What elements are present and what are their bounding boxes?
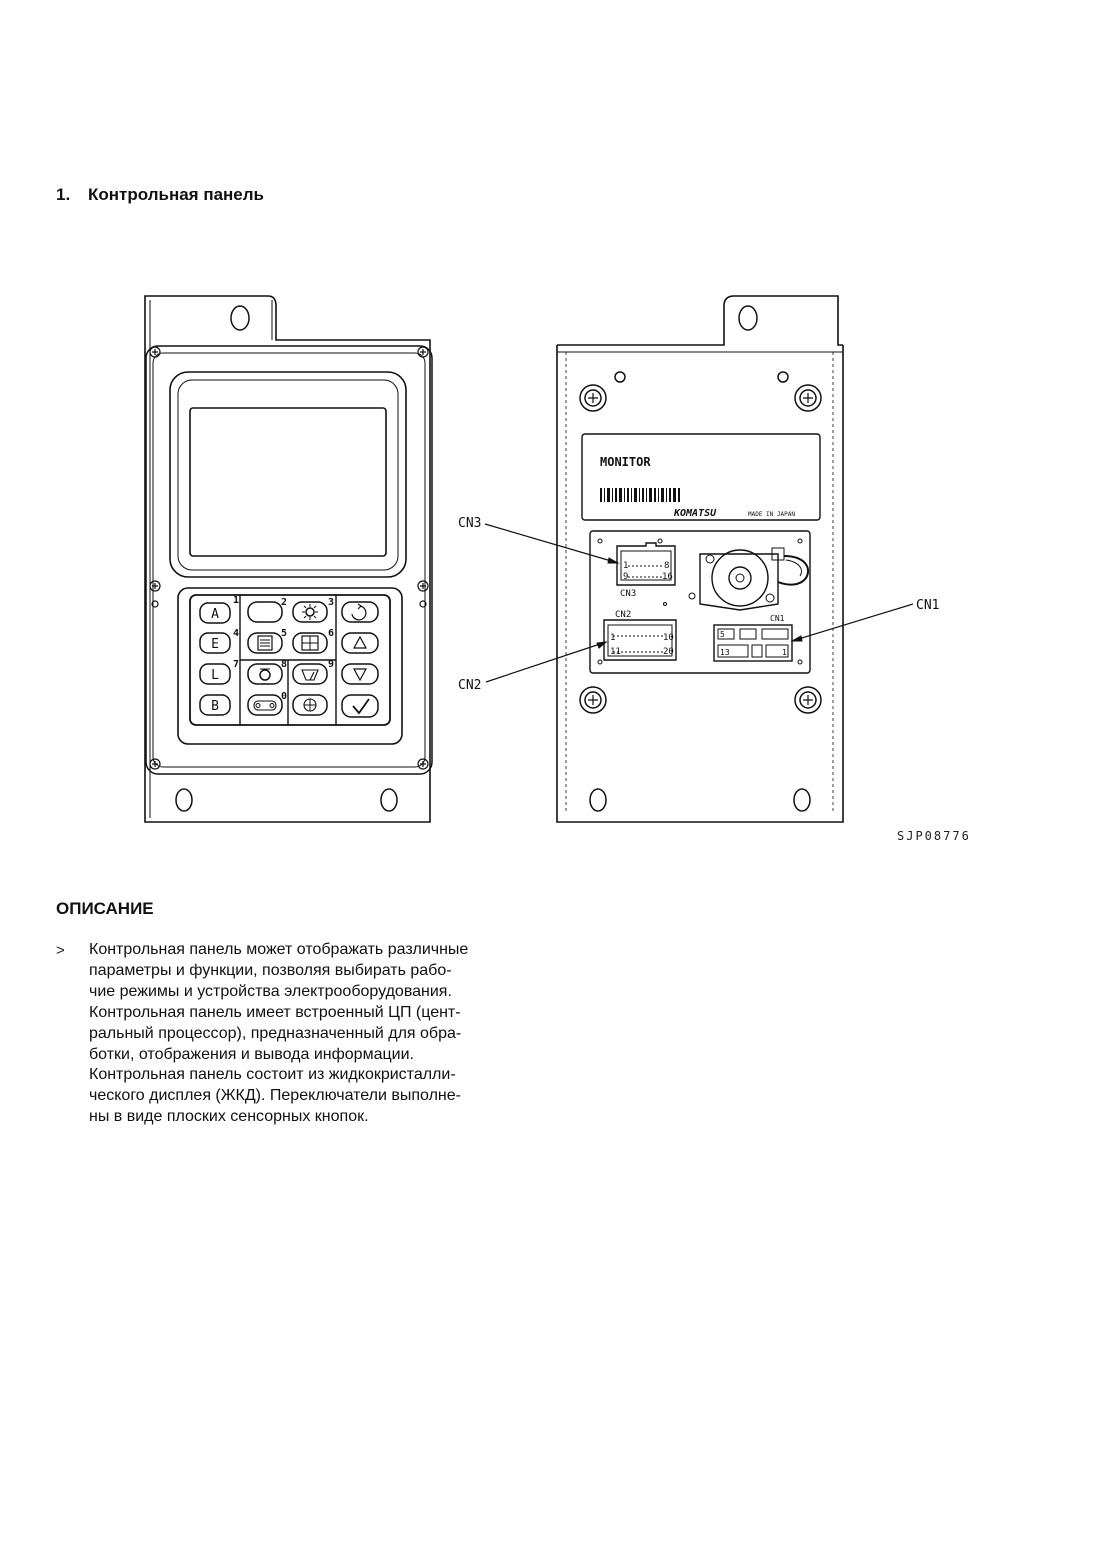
connector-cn2: 1 10 11 20 CN2 [603,610,677,661]
lcd-screen [189,407,387,557]
connector-panel [589,530,811,674]
buzzer-board [688,547,810,611]
front-mounting-plate [144,295,431,823]
svg-text:1: 1 [610,633,615,643]
key-return-icon [341,601,379,623]
back-mounting-plate [556,345,844,823]
connector-cn3: 1 8 9 16 CN3 [616,542,676,599]
key-number-8: 8 [281,659,287,670]
front-screws [149,346,429,770]
key-b: B [199,694,231,716]
key-number-4: 4 [233,628,239,639]
svg-text:11: 11 [610,647,621,657]
svg-text:1: 1 [782,648,787,657]
key-l: L [199,663,231,685]
key-number-2: 2 [281,597,287,608]
key-washer-icon [292,694,328,716]
key-confirm-icon [341,694,379,718]
front-view: A E L B 1 2 3 4 5 6 7 8 9 0 [144,295,433,823]
svg-text:20: 20 [663,647,674,657]
cn2-panel-label: CN2 [615,610,631,620]
key-number-0: 0 [281,691,287,702]
label-plate [581,433,821,521]
key-up-icon [341,632,379,654]
key-engine-icon [247,663,283,685]
callout-cn1: CN1 [916,598,939,613]
key-number-9: 9 [328,659,334,670]
svg-text:10: 10 [663,633,674,643]
svg-text:B: B [211,699,219,714]
key-travel-icon [247,694,283,716]
monitor-panel-figure: A E L B 1 2 3 4 5 6 7 8 9 0 [144,295,939,823]
key-down-icon [341,663,379,685]
callout-cn2: CN2 [458,678,481,693]
mount-hole-top [230,305,250,331]
label-plate-title: MONITOR [600,455,651,469]
key-a: A [199,602,231,624]
section-heading: 1. Контрольная панель [56,185,264,205]
svg-text:L: L [211,668,219,683]
svg-text:1: 1 [623,561,628,571]
back-screws [579,384,822,714]
key-number-1: 1 [233,595,239,606]
back-mount-hole-top [738,305,758,331]
figure-code: SJP08776 [897,829,971,843]
section-number: 1. [56,185,71,204]
mount-hole-bottom-left [175,788,193,812]
key-menu-icon [247,632,283,654]
mount-hole-bottom-right [380,788,398,812]
display-bezel [169,371,407,578]
key-number-3: 3 [328,597,334,608]
label-plate-brand: KOMATSU [673,508,717,519]
key-number-5: 5 [281,628,287,639]
svg-text:13: 13 [720,648,730,657]
keypad-area [177,587,403,745]
cn3-panel-label: CN3 [620,589,636,599]
key-number-6: 6 [328,628,334,639]
back-mount-hole-bottom-left [589,788,607,812]
barcode [600,488,680,502]
back-mount-hole-bottom-right [793,788,811,812]
description-text: Контрольная панель может отображать разл… [89,941,469,1126]
key-brightness-icon [292,601,328,623]
description-bullet: > [56,942,65,959]
callouts: CN3 CN2 CN1 [458,516,939,693]
svg-text:9: 9 [623,572,628,582]
key-e: E [199,632,231,654]
svg-text:16: 16 [662,572,673,582]
cn1-panel-label: CN1 [770,614,785,623]
callout-cn3: CN3 [458,516,481,531]
svg-text:5: 5 [720,630,725,639]
key-window-icon [292,632,328,654]
connector-cn1: 5 13 1 CN1 [713,614,793,662]
key-number-7: 7 [233,659,239,670]
key-wiper-icon [292,663,328,685]
back-view: MONITOR KOMATSU MADE IN JAPAN 1 8 9 [556,295,844,823]
description-title: ОПИСАНИЕ [56,899,154,918]
section-title: Контрольная панель [88,185,265,204]
label-plate-origin: MADE IN JAPAN [748,511,795,518]
front-case [145,345,433,775]
svg-text:A: A [211,607,219,622]
svg-text:8: 8 [664,561,669,571]
svg-text:E: E [211,637,219,652]
key-blank [247,601,283,623]
